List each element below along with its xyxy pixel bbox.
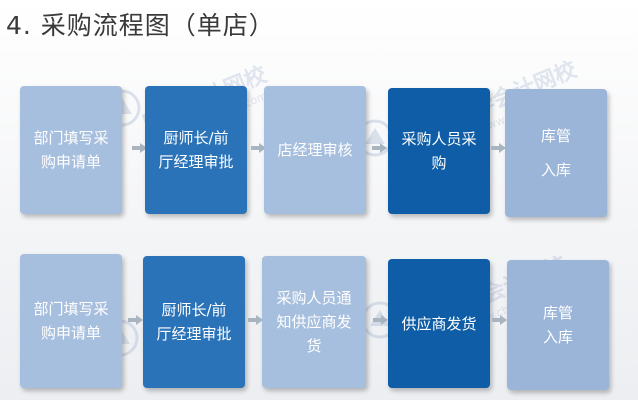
flow-node-row1-step5: 库管 入库 — [505, 89, 607, 217]
node-text-line: 厨师长/前 — [163, 129, 229, 147]
flow-node-row2-step1: 部门填写采 购申请单 — [20, 254, 122, 388]
node-text-line: 采购人员采 — [401, 130, 477, 148]
node-text-line: 购 — [431, 154, 447, 172]
flow-node-row2-step3: 采购人员通 知供应商发 货 — [262, 256, 366, 388]
node-text-line: 采购人员通 — [276, 289, 352, 307]
flow-node-row2-step2: 厨师长/前 厅经理审批 — [143, 256, 245, 388]
node-text-line: 厨师长/前 — [161, 301, 227, 319]
node-text-line: 入库 — [540, 161, 571, 179]
node-text-line: 厅经理审批 — [158, 153, 234, 171]
flow-node-row1-step4: 采购人员采 购 — [388, 88, 490, 214]
flow-arrow-icon — [132, 143, 147, 153]
flow-node-row1-step1: 部门填写采 购申请单 — [20, 86, 122, 214]
flow-arrow-icon — [248, 315, 263, 325]
node-text-line: 店经理审核 — [277, 141, 353, 159]
node-text-line: 厅经理审批 — [156, 325, 232, 343]
flow-node-row2-step5: 库管 入库 — [507, 260, 609, 390]
node-text-line: 货 — [306, 337, 322, 355]
node-text-line: 入库 — [542, 328, 573, 346]
flow-node-row2-step4: 供应商发货 — [388, 259, 490, 388]
flow-node-row1-step2: 厨师长/前 厅经理审批 — [145, 86, 247, 214]
flow-arrow-icon — [491, 143, 506, 153]
node-text-line: 部门填写采 — [33, 300, 109, 318]
flow-arrow-icon — [251, 143, 266, 153]
node-text-line: 购申请单 — [40, 153, 101, 171]
flow-node-row1-step3: 店经理审核 — [264, 86, 366, 214]
node-text-line: 知供应商发 — [276, 313, 352, 331]
flow-arrow-icon — [128, 315, 143, 325]
flow-arrow-icon — [372, 143, 387, 153]
node-text-line: 购申请单 — [40, 324, 101, 342]
flow-arrow-icon — [373, 315, 388, 325]
page-title: 4. 采购流程图（单店） — [6, 11, 275, 40]
flow-arrow-icon — [492, 315, 507, 325]
node-text-line: 库管 — [542, 304, 573, 322]
node-text-line: 库管 — [540, 127, 571, 145]
node-text-line: 供应商发货 — [401, 314, 477, 333]
node-text-line: 部门填写采 — [33, 129, 109, 147]
